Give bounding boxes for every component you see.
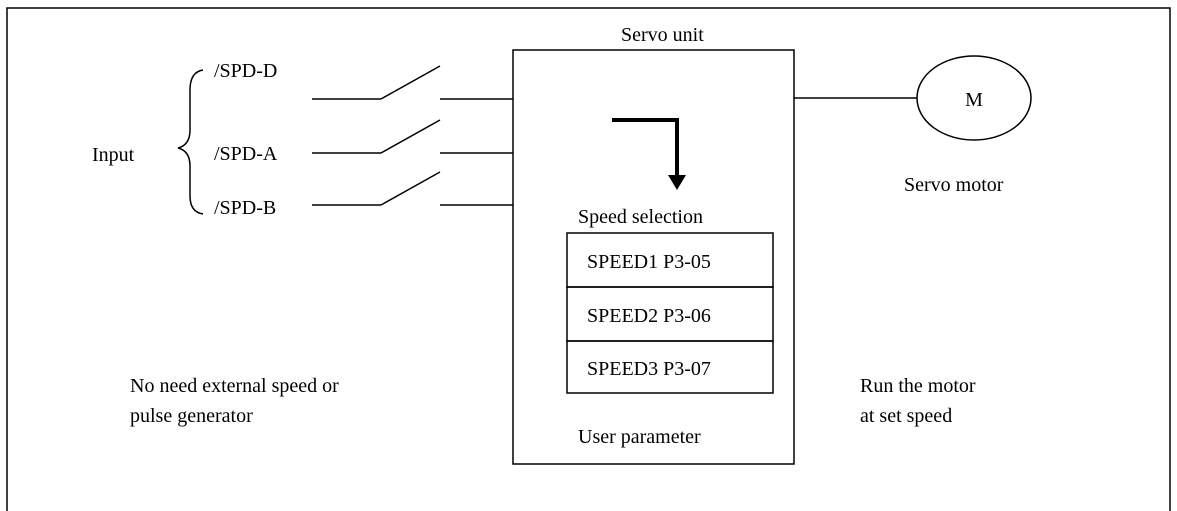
servo-motor-label: Servo motor xyxy=(904,174,1004,196)
user-parameter-label: User parameter xyxy=(578,426,701,448)
servo-unit-title: Servo unit xyxy=(621,24,704,46)
note-left-line-1: No need external speed or xyxy=(130,375,339,397)
switch-spd-b xyxy=(312,171,513,206)
servo-unit-box xyxy=(512,49,795,465)
speed-selection-label: Speed selection xyxy=(578,206,703,228)
servo-motor-symbol xyxy=(916,55,1032,141)
input-label: Input xyxy=(92,144,135,166)
signal-label-spd-b: /SPD-B xyxy=(214,197,276,219)
signal-label-spd-d: /SPD-D xyxy=(214,60,277,82)
note-right-line-1: Run the motor xyxy=(860,375,976,397)
input-brace xyxy=(177,69,204,215)
speed-parameter-table xyxy=(566,232,774,394)
outer-frame xyxy=(6,7,1171,511)
speed-row-3: SPEED3 P3-07 xyxy=(587,358,711,380)
speed-row-3-box xyxy=(566,340,774,394)
motor-letter: M xyxy=(965,89,983,111)
switch-spd-d xyxy=(312,65,513,100)
note-right-line-2: at set speed xyxy=(860,405,952,427)
note-left-line-2: pulse generator xyxy=(130,405,253,427)
speed-row-2: SPEED2 P3-06 xyxy=(587,305,711,327)
signal-label-spd-a: /SPD-A xyxy=(214,143,278,165)
switch-spd-a xyxy=(312,119,513,154)
selection-arrow xyxy=(612,118,686,190)
speed-row-1: SPEED1 P3-05 xyxy=(587,251,711,273)
